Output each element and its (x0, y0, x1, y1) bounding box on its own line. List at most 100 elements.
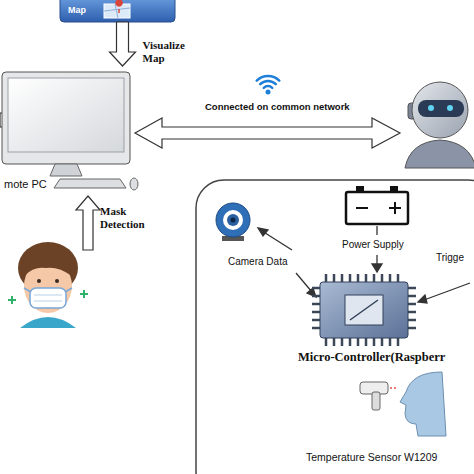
microcontroller-chip-part-part (312, 287, 320, 290)
microcontroller-chip-part-part (341, 338, 344, 346)
microcontroller-chip-part-part (365, 274, 368, 282)
network-label: Connected on common network (205, 101, 350, 112)
robot-icon-part (405, 140, 474, 168)
network-arrow (135, 118, 400, 148)
microcontroller-chip-part-part (312, 311, 320, 314)
trigger-label: Trigge (436, 252, 464, 264)
webcam-icon (216, 203, 250, 241)
masked-person-part (30, 288, 66, 308)
wifi-icon-part (260, 81, 276, 84)
microcontroller-chip-part-part (373, 338, 376, 346)
robot-housing (196, 180, 474, 474)
microcontroller-chip-part-part (325, 274, 328, 282)
microcontroller-chip-part-part (357, 274, 360, 282)
microcontroller-chip-part-part (312, 319, 320, 322)
camera-data-label-box: Camera Data (228, 256, 287, 268)
map-box-text: Map (68, 5, 185, 16)
microcontroller-chip-part-part (381, 338, 384, 346)
mask-detection-label: Mask Detection (100, 205, 166, 231)
mask-detection-label-box: Mask Detection (100, 205, 166, 231)
signal-arrows-part (372, 264, 382, 272)
microcontroller-chip-part-part (397, 274, 400, 282)
masked-person-part (8, 290, 88, 304)
temperature-sensor-icon-part (400, 372, 446, 436)
microcontroller-chip-part-part (349, 338, 352, 346)
map-icon-part (116, 0, 122, 13)
wifi-icon-part (266, 90, 271, 95)
microcontroller-chip-part-part (365, 338, 368, 346)
power-supply-label: Power Supply (342, 239, 404, 251)
signal-arrows-part (296, 273, 312, 292)
mask-detection-arrow (76, 196, 100, 250)
robot-icon-part (447, 105, 453, 111)
microcontroller: Micro-Controller(Raspberr (294, 270, 472, 368)
battery-icon (346, 186, 408, 224)
monitor-icon-part (50, 164, 82, 176)
microcontroller-chip-part-part (381, 274, 384, 282)
temperature-sensor: Temperature Sensor W1209 (300, 368, 458, 468)
masked-person-part (37, 279, 41, 283)
microcontroller-chip-part-part (408, 327, 416, 330)
signal-arrows-part (424, 283, 470, 300)
microcontroller-chip-part (320, 282, 408, 338)
masked-person-part (34, 295, 62, 301)
hollow-arrow (110, 22, 136, 66)
monitor-icon-part (54, 179, 126, 188)
microcontroller-chip-part-part (408, 319, 416, 322)
robot-housing-part (196, 180, 474, 474)
webcam-icon-part (223, 210, 243, 230)
microcontroller-chip-part (312, 274, 416, 346)
wifi-icon (257, 76, 280, 94)
microcontroller-chip-part-part (408, 287, 416, 290)
microcontroller-chip-part-part (333, 274, 336, 282)
microcontroller-chip-part-part (408, 295, 416, 298)
microcontroller-chip-part-part (357, 338, 360, 346)
trigger-label-box: Trigge (436, 252, 464, 264)
masked-person (8, 242, 88, 328)
robot-icon-part (412, 82, 468, 138)
signal-arrows-part (258, 228, 268, 236)
network-arrow-part (135, 118, 400, 148)
monitor-icon-part (8, 78, 124, 152)
masked-person-part (24, 258, 72, 276)
microcontroller-chip-part-part (373, 274, 376, 282)
microcontroller-text: Micro-Controller(Raspberr (298, 350, 472, 365)
microcontroller-chip-part (350, 300, 378, 320)
camera-data-label: Camera Data (228, 256, 287, 268)
signal-arrows-part (262, 231, 292, 250)
microcontroller-chip-part-part (312, 327, 320, 330)
robot-icon (405, 82, 474, 168)
webcam-icon-part (231, 218, 236, 223)
battery-icon-part (346, 192, 408, 224)
remote-pc-text: mote PC (4, 178, 144, 191)
edge-label: Visualize Map (143, 39, 207, 65)
monitor-icon (2, 72, 138, 190)
microcontroller-chip-part-part (389, 274, 392, 282)
signal-arrows-part (418, 295, 427, 303)
microcontroller-chip-part (345, 295, 383, 325)
wifi-icon-part (264, 86, 272, 88)
microcontroller-chip-part-part (397, 338, 400, 346)
microcontroller-chip-part-part (408, 311, 416, 314)
microcontroller-chip-part-part (312, 295, 320, 298)
robot-icon-part (418, 100, 464, 117)
microcontroller-chip-part-part (408, 303, 416, 306)
temperature-sensor-icon (360, 372, 446, 436)
temperature-sensor-icon-part (372, 392, 380, 410)
microcontroller-chip-part-part (333, 338, 336, 346)
temperature-sensor-text: Temperature Sensor W1209 (306, 451, 458, 464)
microcontroller-chip (312, 274, 416, 346)
microcontroller-chip-part-part (389, 338, 392, 346)
webcam-icon-part (216, 203, 250, 237)
microcontroller-chip-part-part (341, 274, 344, 282)
temperature-sensor-icon-part (390, 387, 398, 389)
map-box: Map (60, 0, 185, 22)
webcam-icon-part (227, 214, 239, 226)
edge-label-box: Visualize Map (143, 39, 207, 65)
masked-person-part (20, 317, 76, 328)
battery-icon-part (356, 202, 401, 214)
wifi-icon-part (257, 76, 280, 81)
